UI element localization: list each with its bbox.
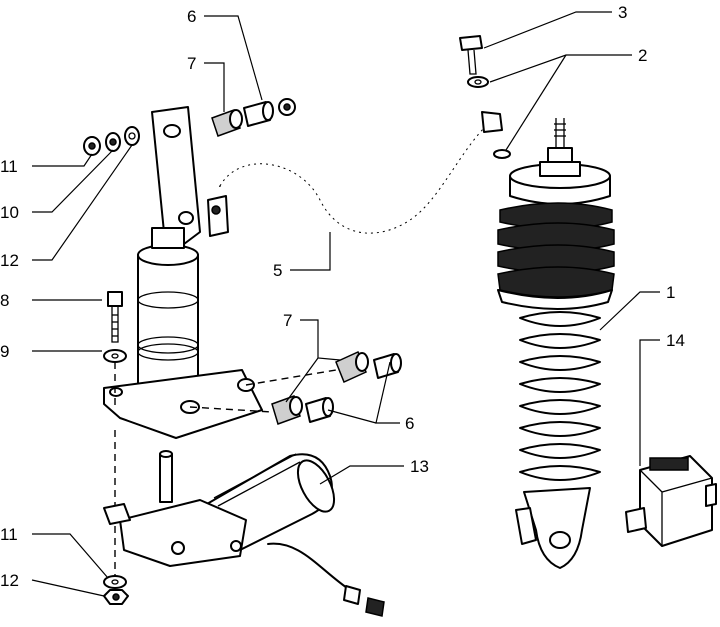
callout-9: 9 — [0, 342, 9, 361]
callout-1: 1 — [666, 283, 675, 302]
coil-spring — [519, 311, 601, 481]
callout-6-top: 6 — [187, 7, 196, 26]
upper-bush-hardware — [83, 98, 296, 156]
callout-14: 14 — [666, 331, 685, 350]
callout-13: 13 — [410, 457, 429, 476]
hydraulic-hose — [217, 111, 503, 236]
callout-11-top: 11 — [0, 157, 18, 176]
callout-10-top: 10 — [0, 203, 19, 222]
hydraulic-cylinder-assembly — [103, 106, 263, 439]
callout-11-bottom: 12 — [0, 571, 19, 590]
callout-10-bottom: 11 — [0, 525, 18, 544]
lower-bolt-hardware — [103, 291, 127, 575]
callout-8: 8 — [0, 291, 9, 310]
callout-labels: 6 7 11 10 12 8 9 5 7 6 3 2 1 14 13 11 12 — [0, 3, 685, 590]
callout-7-lower: 7 — [283, 311, 292, 330]
callout-7-top: 7 — [187, 54, 196, 73]
control-unit — [625, 455, 717, 547]
callout-12: 12 — [0, 251, 19, 270]
shock-absorber-strut — [497, 118, 615, 569]
electric-motor-pump — [103, 450, 385, 617]
callout-6-lower: 6 — [405, 414, 414, 433]
top-bolt-hardware — [459, 35, 511, 159]
callout-2: 2 — [638, 46, 647, 65]
lower-bush-hardware — [189, 350, 402, 425]
callout-3: 3 — [618, 3, 627, 22]
callout-5: 5 — [273, 261, 282, 280]
leader-lines — [31, 11, 660, 597]
